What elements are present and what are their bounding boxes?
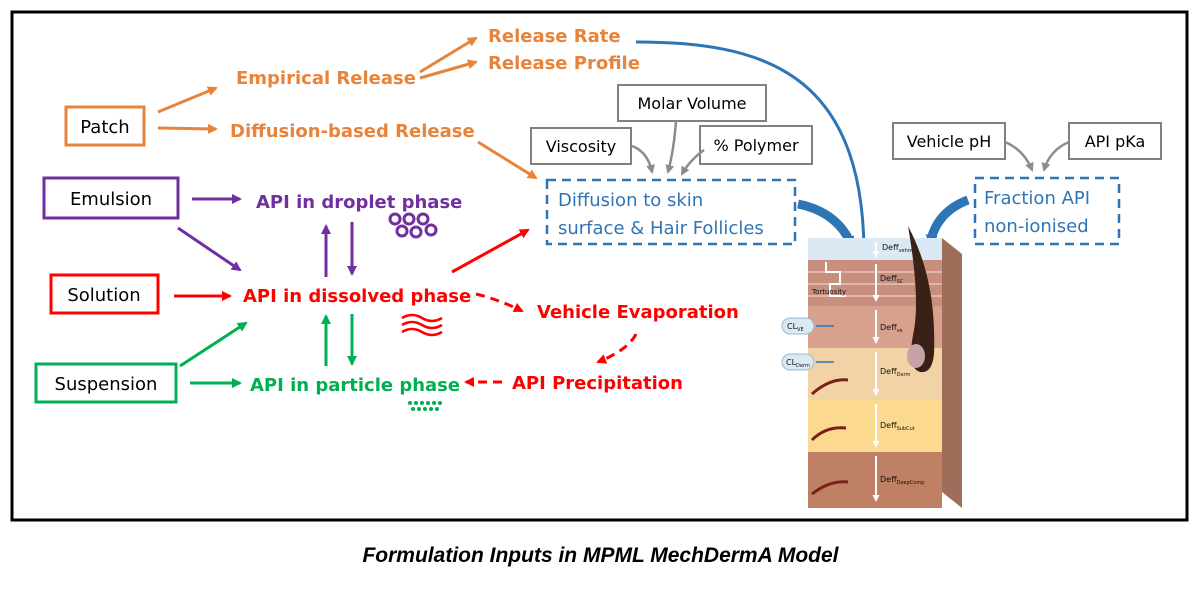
diffusion-skin-box: Diffusion to skin surface & Hair Follicl… xyxy=(545,178,797,246)
droplet-circles-icon xyxy=(388,212,438,239)
arrow-empirical-profile xyxy=(419,59,478,80)
molar-volume-box: Molar Volume xyxy=(617,84,767,122)
molar-volume-label: Molar Volume xyxy=(637,94,746,113)
arrow-dissolved-evaporation xyxy=(475,292,524,313)
emulsion-label: Emulsion xyxy=(70,189,152,210)
release-rate-label: Release Rate xyxy=(488,26,621,47)
deff-subcut-label: DeffSubCut xyxy=(880,421,915,432)
release-profile-label: Release Profile xyxy=(488,53,640,74)
vehicle-evaporation-label: Vehicle Evaporation xyxy=(537,302,739,323)
solution-box: Solution xyxy=(49,273,160,315)
dissolved-phase-label: API in dissolved phase xyxy=(243,286,471,307)
viscosity-label: Viscosity xyxy=(546,137,616,156)
hair-follicle xyxy=(908,226,935,373)
emulsion-box: Emulsion xyxy=(42,176,180,220)
api-precipitation-label: API Precipitation xyxy=(512,373,683,394)
suspension-box: Suspension xyxy=(34,362,178,404)
arrow-evaporation-precipitation xyxy=(596,333,638,364)
viscosity-box: Viscosity xyxy=(530,127,632,165)
vehicle-ph-box: Vehicle pH xyxy=(892,122,1006,160)
droplet-phase-label: API in droplet phase xyxy=(256,192,462,213)
outer-frame xyxy=(10,10,1189,522)
tortuosity-label: Tortuosity xyxy=(811,288,846,296)
fraction-line1: Fraction API xyxy=(984,188,1090,209)
arrow-emulsion-dissolved xyxy=(177,226,242,272)
polymer-label: % Polymer xyxy=(713,136,799,155)
api-pka-label: API pKa xyxy=(1085,132,1146,151)
tortuosity-path xyxy=(825,262,846,297)
arrow-dissolved-skin xyxy=(451,228,530,274)
diffusion-line2: surface & Hair Follicles xyxy=(558,218,764,239)
fraction-box: Fraction API non-ionised xyxy=(973,176,1121,246)
solution-label: Solution xyxy=(67,285,140,306)
arrow-polymer-diffusion xyxy=(680,148,705,176)
arrow-empirical-rate xyxy=(419,36,478,74)
api-pka-box: API pKa xyxy=(1068,122,1162,160)
deff-ve-label: Deffve xyxy=(880,323,903,334)
arrow-suspension-dissolved xyxy=(179,321,248,368)
figure-caption: Formulation Inputs in MPML MechDermA Mod… xyxy=(362,544,839,567)
arrow-patch-diffusion xyxy=(157,123,218,134)
particle-phase-label: API in particle phase xyxy=(250,375,460,396)
diffusion-line1: Diffusion to skin xyxy=(558,190,703,211)
skin-layers-illustration xyxy=(781,226,962,508)
arrow-viscosity-diffusion xyxy=(631,144,656,174)
arrow-patch-empirical xyxy=(157,86,218,114)
patch-label: Patch xyxy=(80,117,129,138)
deff-deep-label: DeffDeepComp xyxy=(880,475,924,486)
deff-sc-label: DeffSC xyxy=(880,274,904,285)
patch-box: Patch xyxy=(64,105,146,147)
arrow-molar-diffusion xyxy=(665,120,678,174)
arrow-diffusion-skin xyxy=(477,140,538,180)
arrow-ph-fraction xyxy=(1004,140,1034,172)
vehicle-ph-label: Vehicle pH xyxy=(907,132,992,151)
cl-derm-label: CLDerm xyxy=(786,358,810,369)
suspension-label: Suspension xyxy=(55,374,158,395)
cl-ve-label: CLVE xyxy=(787,322,804,333)
polymer-box: % Polymer xyxy=(699,125,813,165)
fraction-line2: non-ionised xyxy=(984,216,1089,237)
diffusion-release-label: Diffusion-based Release xyxy=(230,121,475,142)
arrow-pka-fraction xyxy=(1041,140,1070,172)
arrow-release-rate-skin xyxy=(635,40,870,253)
deff-derm-label: DeffDerm xyxy=(880,367,910,378)
deff-vehicle-label: Deffvehm xyxy=(882,243,913,254)
dissolved-wave-icon xyxy=(401,313,443,337)
particle-dots-icon xyxy=(408,401,442,411)
empirical-release-label: Empirical Release xyxy=(236,68,416,89)
